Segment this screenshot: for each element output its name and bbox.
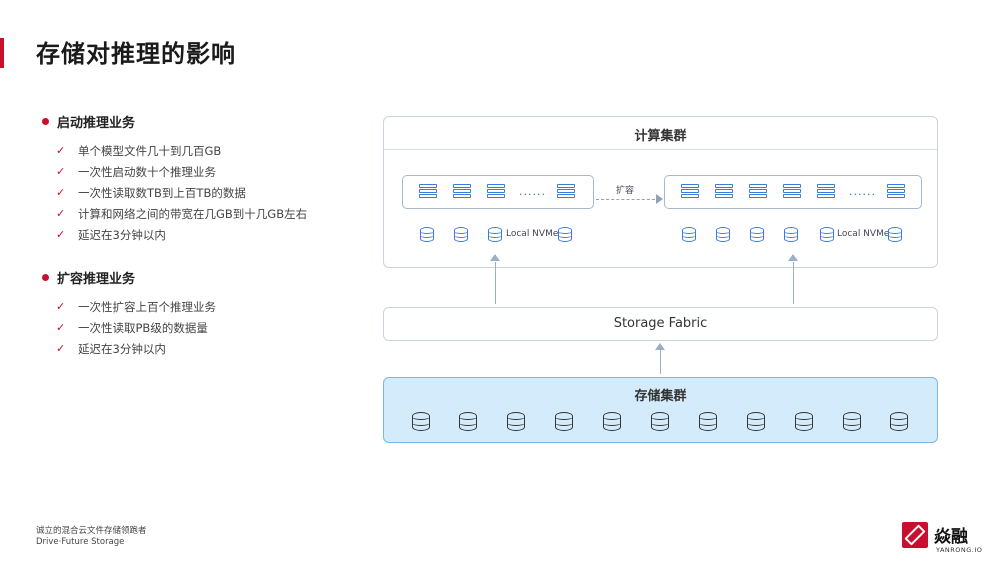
check-icon: ✓ — [56, 186, 66, 199]
divider — [384, 149, 937, 150]
arrow-up-icon — [490, 254, 500, 261]
disk-icon — [716, 227, 730, 242]
disk-icon — [558, 227, 572, 242]
check-icon: ✓ — [56, 342, 66, 355]
server-icon — [715, 184, 733, 200]
list-item-text: 计算和网络之间的带宽在几GB到十几GB左右 — [78, 206, 308, 221]
disk-icon — [795, 412, 813, 431]
local-nvme-label: Local NVMe — [506, 229, 559, 239]
connector-line — [793, 262, 794, 304]
list-item-text: 一次性读取数TB到上百TB的数据 — [78, 185, 246, 200]
disk-icon — [699, 412, 717, 431]
page-title: 存储对推理的影响 — [36, 40, 236, 68]
disk-icon — [843, 412, 861, 431]
disk-icon — [888, 227, 902, 242]
list-item: ✓ 计算和网络之间的带宽在几GB到十几GB左右 — [56, 203, 307, 224]
list-item-text: 一次性读取PB级的数据量 — [78, 320, 208, 335]
list-item-text: 延迟在3分钟以内 — [78, 227, 166, 242]
storage-fabric-label: Storage Fabric — [613, 316, 708, 331]
section-heading: 启动推理业务 — [57, 115, 136, 131]
disk-icon — [784, 227, 798, 242]
server-icon — [453, 184, 471, 200]
ellipsis: ...... — [519, 185, 546, 198]
connector-line — [495, 262, 496, 304]
compute-cluster-box: 计算集群 ...... 扩容 ...... Local NVMe Local N… — [383, 116, 938, 268]
disk-icon — [412, 412, 430, 431]
list-item: ✓ 一次性启动数十个推理业务 — [56, 161, 307, 182]
disk-icon — [454, 227, 468, 242]
expand-arrow — [596, 199, 660, 200]
footer-line-1: 诚立的混合云文件存储领跑者 — [36, 526, 147, 536]
check-icon: ✓ — [56, 228, 66, 241]
list-item: ✓ 一次性读取PB级的数据量 — [56, 317, 216, 338]
disk-icon — [682, 227, 696, 242]
footer-line-2: Drive·Future Storage — [36, 537, 125, 547]
arrow-up-icon — [788, 254, 798, 261]
list-item: ✓ 延迟在3分钟以内 — [56, 224, 307, 245]
section-heading: 扩容推理业务 — [57, 271, 136, 287]
local-nvme-label: Local NVMe — [837, 229, 890, 239]
compute-node-group-left: ...... — [402, 175, 594, 209]
disk-icon — [420, 227, 434, 242]
logo-mark-icon — [902, 522, 928, 548]
disk-icon — [651, 412, 669, 431]
server-icon — [681, 184, 699, 200]
disk-icon — [459, 412, 477, 431]
server-icon — [419, 184, 437, 200]
check-icon: ✓ — [56, 300, 66, 313]
expand-arrowhead-icon — [656, 194, 663, 204]
disk-icon — [747, 412, 765, 431]
check-icon: ✓ — [56, 165, 66, 178]
list-item: ✓ 延迟在3分钟以内 — [56, 338, 216, 359]
list-item-text: 延迟在3分钟以内 — [78, 341, 166, 356]
connector-line — [660, 350, 661, 374]
disk-icon — [820, 227, 834, 242]
storage-cluster-title: 存储集群 — [634, 389, 687, 404]
logo-subtext: YANRONG.IO — [936, 546, 983, 554]
check-icon: ✓ — [56, 207, 66, 220]
bullet-dot-icon — [42, 273, 49, 281]
storage-fabric-box: Storage Fabric — [383, 307, 938, 341]
check-icon: ✓ — [56, 321, 66, 334]
footer: 诚立的混合云文件存储领跑者 Drive·Future Storage — [36, 526, 147, 548]
section-start-inference: 启动推理业务 ✓ 单个模型文件几十到几百GB ✓ 一次性启动数十个推理业务 ✓ 一次性… — [42, 112, 307, 245]
brand-logo: 焱融 YANRONG.IO — [898, 518, 988, 558]
list-item-text: 一次性扩容上百个推理业务 — [78, 299, 216, 314]
server-icon — [749, 184, 767, 200]
server-icon — [783, 184, 801, 200]
disk-icon — [555, 412, 573, 431]
section-scale-inference: 扩容推理业务 ✓ 一次性扩容上百个推理业务 ✓ 一次性读取PB级的数据量 ✓ 延迟在3… — [42, 268, 216, 359]
disk-icon — [603, 412, 621, 431]
storage-cluster-box: 存储集群 — [383, 377, 938, 443]
compute-cluster-title: 计算集群 — [634, 129, 687, 144]
disk-icon — [890, 412, 908, 431]
arrow-up-icon — [655, 343, 665, 350]
server-icon — [887, 184, 905, 200]
list-item-text: 单个模型文件几十到几百GB — [78, 143, 222, 158]
list-item: ✓ 一次性读取数TB到上百TB的数据 — [56, 182, 307, 203]
check-icon: ✓ — [56, 144, 66, 157]
ellipsis: ...... — [849, 185, 876, 198]
server-icon — [487, 184, 505, 200]
compute-node-group-right: ...... — [664, 175, 922, 209]
disk-icon — [750, 227, 764, 242]
bullet-dot-icon — [42, 117, 49, 125]
expand-label: 扩容 — [616, 186, 635, 196]
server-icon — [817, 184, 835, 200]
list-item: ✓ 单个模型文件几十到几百GB — [56, 140, 307, 161]
server-icon — [557, 184, 575, 200]
disk-icon — [488, 227, 502, 242]
disk-icon — [507, 412, 525, 431]
list-item-text: 一次性启动数十个推理业务 — [78, 164, 216, 179]
title-accent-bar — [0, 38, 4, 68]
list-item: ✓ 一次性扩容上百个推理业务 — [56, 296, 216, 317]
logo-text: 焱融 — [934, 527, 968, 547]
